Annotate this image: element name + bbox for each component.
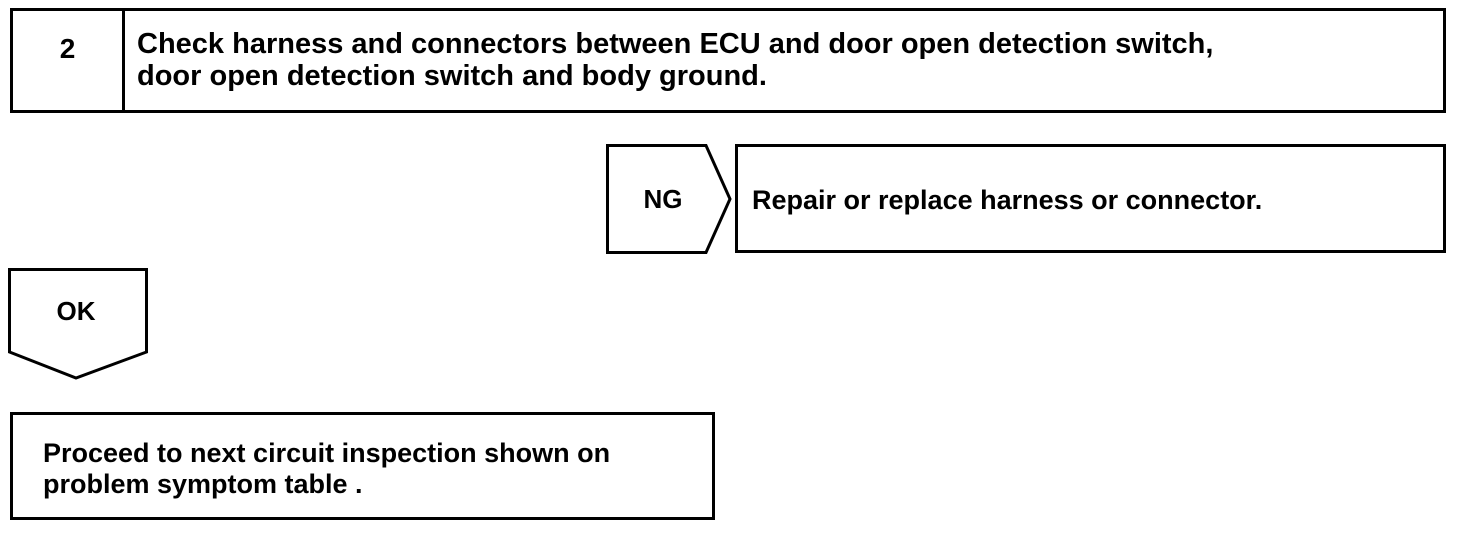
step-instruction-line-1: Check harness and connectors between ECU… bbox=[137, 28, 1214, 60]
ng-label: NG bbox=[643, 184, 683, 214]
ng-action-text: Repair or replace harness or connector. bbox=[752, 185, 1263, 215]
next-step-line-1: Proceed to next circuit inspection shown… bbox=[43, 438, 611, 468]
ng-action-box: Repair or replace harness or connector. bbox=[735, 144, 1446, 253]
ok-arrow-shape bbox=[8, 268, 148, 380]
step-instruction-line-2: door open detection switch and body grou… bbox=[137, 60, 767, 92]
step-instruction: Check harness and connectors between ECU… bbox=[137, 28, 1423, 92]
next-step-text: Proceed to next circuit inspection shown… bbox=[43, 438, 610, 500]
ng-arrow-shape bbox=[606, 144, 732, 254]
next-step-box: Proceed to next circuit inspection shown… bbox=[10, 412, 715, 520]
ok-label: OK bbox=[56, 296, 96, 326]
step-box: 2 Check harness and connectors between E… bbox=[10, 8, 1446, 113]
next-step-line-2: problem symptom table . bbox=[43, 469, 363, 499]
step-number: 2 bbox=[13, 11, 125, 110]
